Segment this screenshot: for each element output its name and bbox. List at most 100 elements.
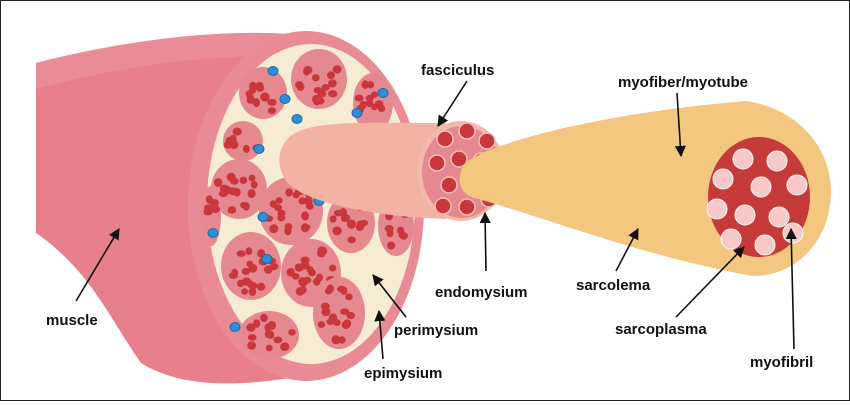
capillary	[229, 322, 241, 332]
myofibril	[786, 174, 808, 196]
fasciculus-fiber	[434, 197, 452, 215]
label-sarcoplasma: sarcoplasma	[615, 321, 707, 338]
muscle-fiber-dot	[365, 94, 374, 102]
muscle-fiber-dot	[345, 293, 353, 301]
muscle-fiber-dot	[232, 127, 242, 136]
capillary-group	[207, 66, 389, 332]
arrow-sarcolema	[615, 228, 639, 272]
muscle-fiber-dot	[328, 90, 338, 98]
muscle-fiber-dot	[245, 247, 253, 256]
muscle-fiber-dot	[285, 188, 293, 197]
muscle-fiber-dot	[317, 321, 326, 329]
muscle-fiber-dot	[361, 80, 369, 89]
label-muscle: muscle	[46, 312, 98, 329]
fasciculus-fiber	[440, 176, 458, 194]
muscle-fiber-dot	[247, 280, 255, 289]
muscle-fiber-dot	[321, 84, 330, 91]
muscle-fiber-dot	[227, 206, 237, 214]
capillary	[257, 212, 269, 222]
fasciculus-fiber	[436, 130, 454, 148]
muscle-fiber-dot	[299, 285, 307, 294]
muscle-fiber-dot	[303, 66, 311, 76]
capillary	[207, 228, 219, 238]
myofibril	[750, 176, 772, 198]
muscle-fiber-dot	[225, 136, 235, 146]
fascicle	[313, 277, 365, 349]
muscle-fiber-dot	[295, 81, 304, 89]
muscle-fiber-dot	[236, 250, 246, 257]
fascicle	[239, 67, 287, 119]
label-fasciculus: fasciculus	[421, 62, 494, 79]
muscle-fiber-dot	[313, 98, 321, 106]
muscle-fiber-dot	[247, 334, 257, 341]
muscle-fiber-dot	[265, 344, 273, 352]
muscle-fiber-dot	[269, 200, 277, 208]
arrow-epimysium	[374, 309, 386, 360]
muscle-fiber-dot	[326, 284, 334, 293]
fasciculus-fiber	[478, 132, 496, 150]
muscle-fiber-dot	[264, 323, 272, 332]
muscle-fiber-dot	[332, 226, 342, 236]
muscle-fiber-dot	[386, 229, 394, 238]
muscle-fiber-dot	[218, 190, 229, 198]
muscle-fiber-dot	[308, 269, 316, 277]
myofibril	[712, 168, 734, 190]
muscle-fiber-dot	[284, 226, 292, 236]
muscle-fiber-dot	[329, 215, 337, 223]
capillary	[253, 144, 265, 154]
muscle-fiber-dot	[246, 260, 254, 268]
muscle-fiber-dot	[210, 205, 220, 214]
label-perimysium: perimysium	[394, 322, 478, 339]
fascicle	[221, 232, 281, 300]
muscle-fiber-dot	[341, 320, 351, 329]
muscle-fiber-dot	[332, 65, 342, 74]
arrow-endomysium	[479, 211, 491, 272]
arrow-perimysium	[372, 274, 407, 318]
muscle-fiber-dot	[249, 85, 257, 94]
muscle-fiber-dot	[301, 211, 309, 221]
muscle-fiber-dot	[346, 219, 357, 229]
muscle-fiber-dot	[300, 223, 310, 233]
arrow-muscle	[75, 228, 120, 302]
muscle-fiber-dot	[252, 98, 260, 108]
capillary	[377, 88, 389, 98]
muscle-fiber-dot	[288, 329, 296, 336]
arrow-myofiber	[674, 92, 686, 158]
muscle-fiber-dot	[260, 313, 268, 323]
fasciculus-fiber	[458, 122, 476, 140]
capillary	[261, 254, 273, 264]
muscle-fiber-dot	[250, 181, 258, 189]
label-myofibril: myofibril	[750, 354, 813, 371]
muscle-fiber-dot	[233, 188, 241, 197]
fascicle	[211, 159, 267, 219]
muscle-fiber-dot	[255, 82, 264, 90]
muscle-fiber-dot	[241, 288, 248, 295]
capillary	[267, 66, 279, 76]
muscle-fiber-dot	[277, 209, 286, 218]
muscle-fiber-dot	[354, 94, 364, 102]
muscle-fiber-dot	[377, 104, 386, 113]
muscle-fiber-dot	[256, 282, 266, 291]
muscle-fiber-dot	[247, 188, 256, 199]
muscle-fiber-dot	[263, 265, 273, 274]
muscle-fiber-dot	[267, 107, 276, 115]
myofibril	[754, 234, 776, 256]
muscle-fiber-dot	[241, 267, 250, 275]
muscle-fiber-dot	[366, 80, 375, 89]
arrow-sarcoplasma	[675, 246, 745, 318]
muscle-fiber-dot	[298, 197, 306, 205]
fasciculus-tube	[279, 122, 446, 219]
muscle-fiber-dot	[370, 103, 378, 111]
muscle-fiber-dot	[317, 89, 327, 98]
myofibril	[782, 222, 804, 244]
muscle-fiber-dot	[239, 176, 248, 185]
muscle-fiber-dot	[300, 261, 310, 270]
muscle-fiber-dot	[246, 323, 256, 332]
fascicle	[239, 311, 299, 359]
muscle-fiber-dot	[230, 177, 239, 185]
myofibril	[734, 204, 756, 226]
muscle-fiber-dot	[260, 92, 270, 102]
arrow-fasciculus	[437, 80, 468, 127]
muscle-fiber-dot	[237, 279, 245, 288]
